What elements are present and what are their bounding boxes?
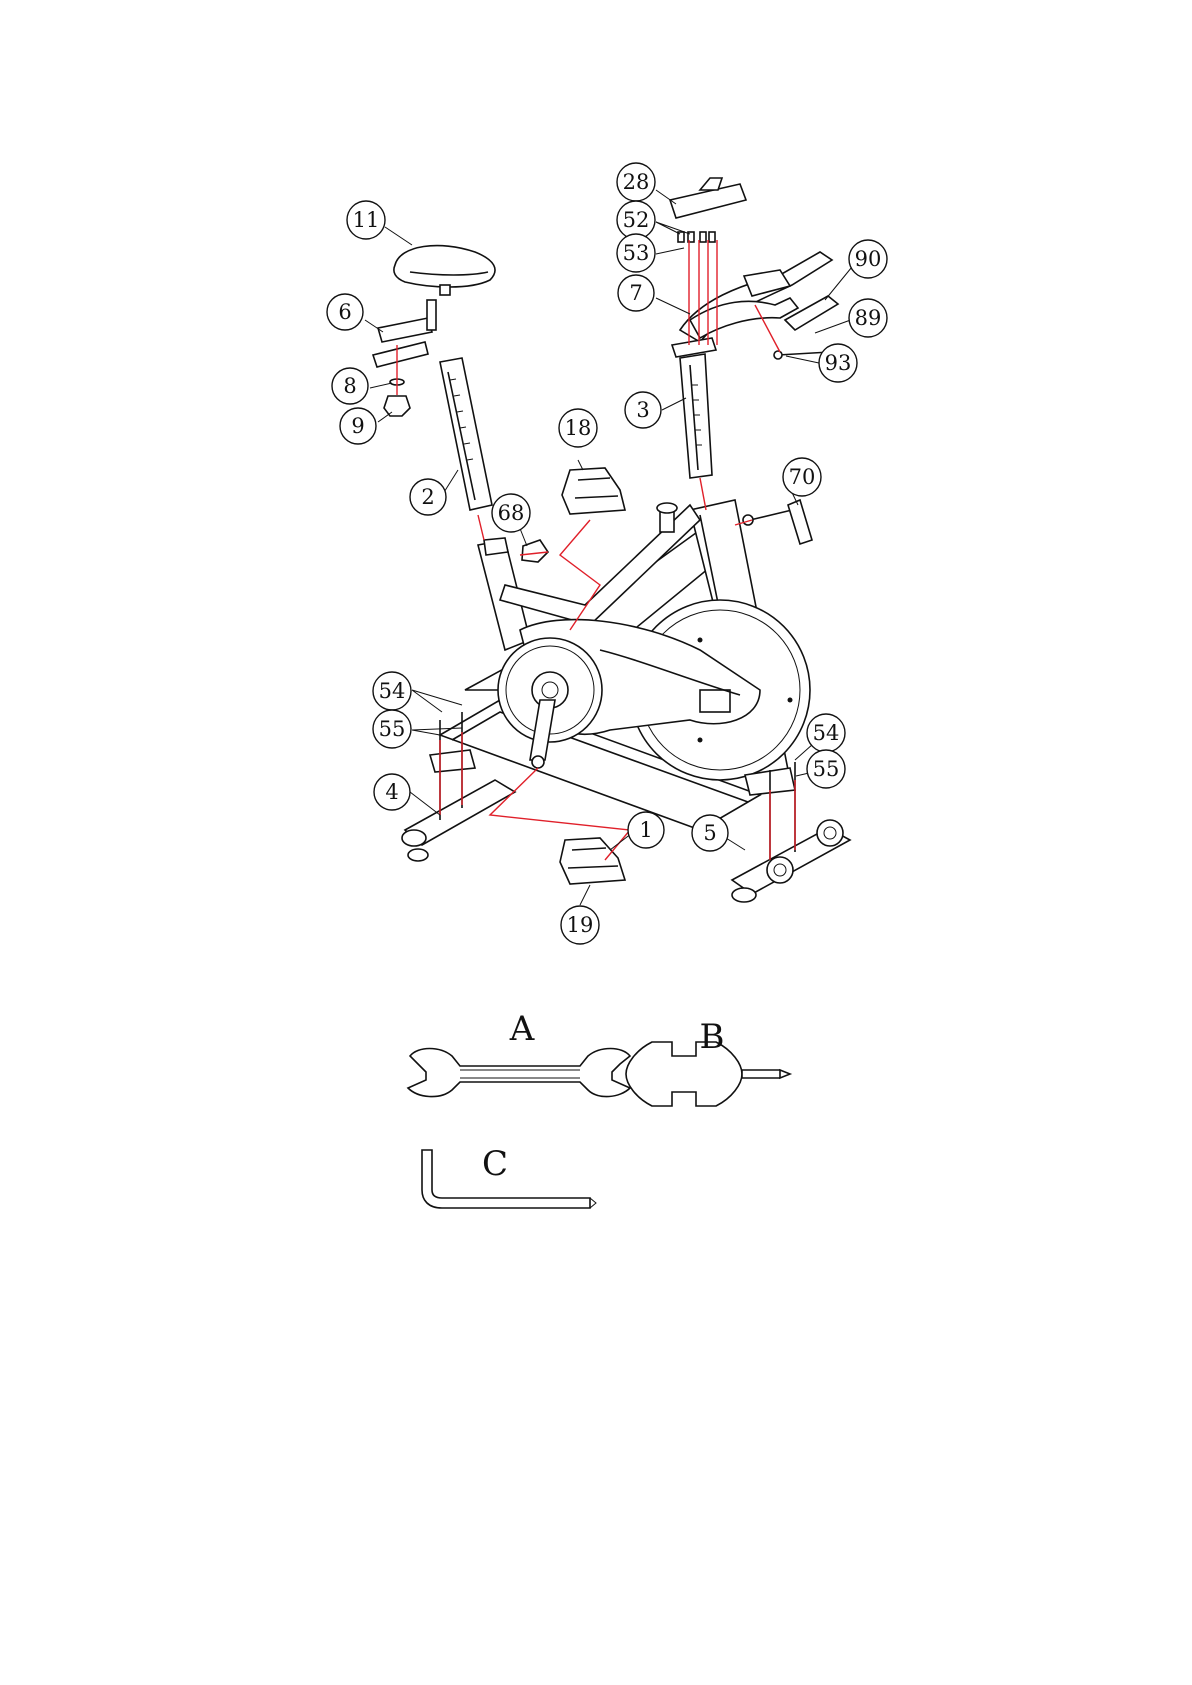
callout-3: 3 <box>625 392 661 428</box>
svg-text:6: 6 <box>338 300 351 324</box>
svg-text:4: 4 <box>385 780 398 804</box>
callout-2: 2 <box>410 479 446 515</box>
callout-1: 1 <box>628 812 664 848</box>
callout-68: 68 <box>492 494 530 532</box>
callout-54-front: 54 <box>807 714 845 752</box>
svg-text:3: 3 <box>636 398 649 422</box>
callout-55-front: 55 <box>807 750 845 788</box>
svg-text:68: 68 <box>498 501 525 525</box>
callout-19: 19 <box>561 906 599 944</box>
svg-text:53: 53 <box>623 241 650 265</box>
tool-c-allen-key: C <box>422 1144 596 1208</box>
svg-text:2: 2 <box>421 485 434 509</box>
svg-text:19: 19 <box>567 913 594 937</box>
bike-frame <box>430 500 810 830</box>
callout-18: 18 <box>559 409 597 447</box>
svg-text:90: 90 <box>855 247 882 271</box>
tool-label-b: B <box>700 1017 725 1057</box>
svg-text:11: 11 <box>353 208 380 232</box>
svg-text:18: 18 <box>565 416 592 440</box>
callout-5: 5 <box>692 815 728 851</box>
callout-4: 4 <box>374 774 410 810</box>
callout-7: 7 <box>618 275 654 311</box>
allen-key-icon <box>422 1150 596 1208</box>
svg-text:55: 55 <box>813 757 840 781</box>
callout-9: 9 <box>340 408 376 444</box>
open-end-wrench-icon <box>408 1049 630 1097</box>
svg-text:54: 54 <box>813 721 840 745</box>
callout-8: 8 <box>332 368 368 404</box>
svg-text:52: 52 <box>623 208 650 232</box>
tool-a-open-end-wrench: A <box>408 1009 630 1097</box>
svg-text:1: 1 <box>639 818 652 842</box>
svg-text:89: 89 <box>855 306 882 330</box>
callout-70: 70 <box>783 458 821 496</box>
seat-assembly <box>373 246 495 510</box>
svg-text:28: 28 <box>623 170 650 194</box>
tool-b-multi-wrench: B <box>626 1017 790 1106</box>
svg-text:7: 7 <box>629 281 642 305</box>
svg-text:8: 8 <box>343 374 356 398</box>
svg-text:70: 70 <box>789 465 816 489</box>
svg-text:93: 93 <box>825 351 852 375</box>
callout-93: 93 <box>819 344 857 382</box>
svg-text:5: 5 <box>703 821 716 845</box>
svg-text:9: 9 <box>351 414 364 438</box>
svg-text:55: 55 <box>379 717 406 741</box>
callout-90: 90 <box>849 240 887 278</box>
handlebar-assembly <box>670 178 838 478</box>
callout-89: 89 <box>849 299 887 337</box>
callout-54-rear: 54 <box>373 672 411 710</box>
tool-label-a: A <box>509 1009 535 1049</box>
tool-label-c: C <box>482 1144 508 1184</box>
callout-55-rear: 55 <box>373 710 411 748</box>
callout-53: 53 <box>617 234 655 272</box>
callout-11: 11 <box>347 201 385 239</box>
svg-text:54: 54 <box>379 679 406 703</box>
callout-6: 6 <box>327 294 363 330</box>
callout-28: 28 <box>617 163 655 201</box>
